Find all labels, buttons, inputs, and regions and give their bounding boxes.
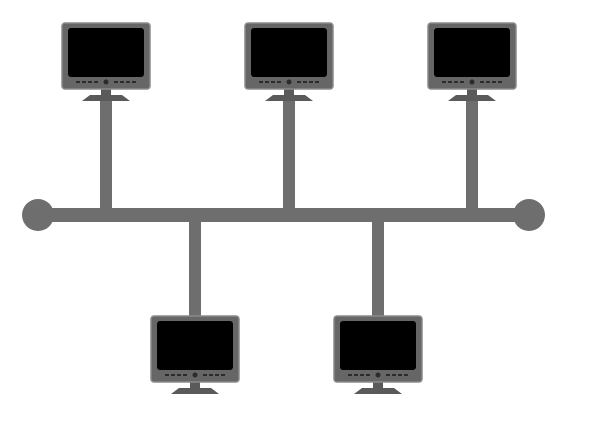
power-button-icon — [286, 79, 292, 85]
monitor-button — [126, 81, 130, 83]
drop-cable-computer-1 — [100, 99, 112, 215]
monitor-screen — [251, 28, 327, 77]
drop-cable-computer-4 — [189, 215, 201, 318]
monitor-button — [114, 81, 118, 83]
monitor-button — [215, 374, 219, 376]
monitor-screen — [434, 28, 510, 77]
monitor-button — [404, 374, 408, 376]
monitor-button — [303, 81, 307, 83]
monitor-base — [171, 388, 219, 394]
monitor-button — [171, 374, 175, 376]
monitor-button — [203, 374, 207, 376]
monitor-button — [209, 374, 213, 376]
monitor-button — [88, 81, 92, 83]
monitor-button — [76, 81, 80, 83]
monitor-neck — [284, 87, 294, 97]
power-button-icon — [103, 79, 109, 85]
computer-1-monitor-icon — [61, 22, 151, 101]
monitor-base — [354, 388, 402, 394]
monitor-button — [360, 374, 364, 376]
monitor-button — [277, 81, 281, 83]
monitor-button — [221, 374, 225, 376]
monitor-button — [177, 374, 181, 376]
monitor-button — [398, 374, 402, 376]
monitor-button — [259, 81, 263, 83]
drop-cable-computer-2 — [283, 99, 295, 215]
monitor-base — [82, 95, 130, 101]
computer-3-monitor-icon — [427, 22, 517, 101]
monitor-button — [132, 81, 136, 83]
drop-cable-computer-5 — [372, 215, 384, 318]
monitor-button — [454, 81, 458, 83]
drop-cable-computer-3 — [466, 99, 478, 215]
monitor-button — [442, 81, 446, 83]
monitor-neck — [190, 380, 200, 390]
computer-5-monitor-icon — [333, 315, 423, 394]
monitor-screen — [68, 28, 144, 77]
cables-layer — [38, 99, 529, 318]
monitor-base — [265, 95, 313, 101]
monitor-button — [366, 374, 370, 376]
monitor-base — [448, 95, 496, 101]
monitor-neck — [373, 380, 383, 390]
terminator-right-icon — [513, 199, 545, 231]
monitor-button — [386, 374, 390, 376]
power-button-icon — [469, 79, 475, 85]
monitor-button — [165, 374, 169, 376]
monitor-screen — [340, 321, 416, 370]
monitor-button — [315, 81, 319, 83]
monitor-button — [120, 81, 124, 83]
monitor-button — [354, 374, 358, 376]
monitor-button — [348, 374, 352, 376]
monitor-button — [486, 81, 490, 83]
monitor-button — [309, 81, 313, 83]
computer-2-monitor-icon — [244, 22, 334, 101]
computer-4-monitor-icon — [150, 315, 240, 394]
power-button-icon — [375, 372, 381, 378]
monitor-button — [94, 81, 98, 83]
terminators-layer — [22, 199, 545, 231]
monitor-neck — [467, 87, 477, 97]
monitor-button — [480, 81, 484, 83]
monitor-button — [265, 81, 269, 83]
monitor-button — [498, 81, 502, 83]
monitor-button — [183, 374, 187, 376]
terminator-left-icon — [22, 199, 54, 231]
monitor-button — [392, 374, 396, 376]
monitor-screen — [157, 321, 233, 370]
monitor-button — [297, 81, 301, 83]
monitor-button — [82, 81, 86, 83]
monitor-button — [492, 81, 496, 83]
power-button-icon — [192, 372, 198, 378]
monitor-button — [460, 81, 464, 83]
monitors-layer — [61, 22, 517, 394]
monitor-button — [271, 81, 275, 83]
monitor-button — [448, 81, 452, 83]
monitor-neck — [101, 87, 111, 97]
